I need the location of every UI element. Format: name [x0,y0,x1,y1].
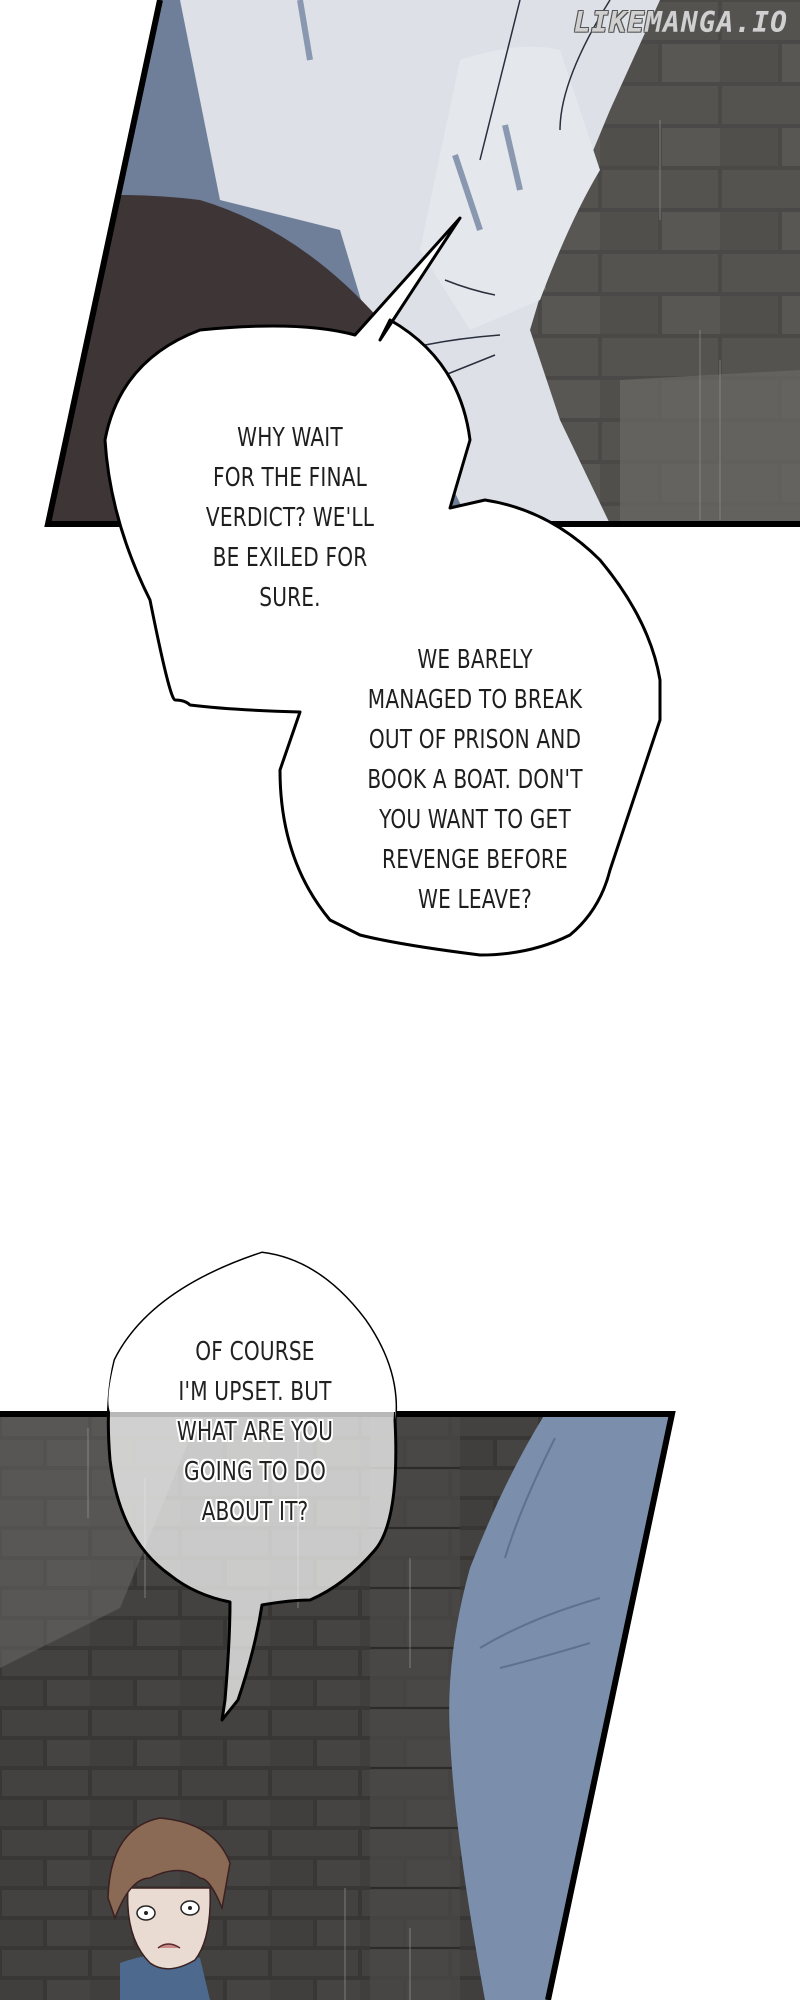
speech-bubble-3: OF COURSE I'M UPSET. BUT WHAT ARE YOU GO… [0,1240,800,1740]
bubble-1-line: FOR THE FINAL [212,463,368,493]
watermark: LIKEMANGA.IO [573,6,788,39]
bubble-3-line: ABOUT IT? [201,1497,309,1527]
bubble-1-line: WHY WAIT [237,423,343,453]
bubble-1-text: WHY WAIT FOR THE FINAL VERDICT? WE'LL BE… [161,418,419,618]
bubble-1-line: SURE. [259,583,321,613]
bubble-2-line: WE LEAVE? [418,885,532,915]
bubble-1-line: VERDICT? WE'LL [205,503,375,533]
bubble-2-line: OUT OF PRISON AND [368,725,582,755]
bubble-2-line: REVENGE BEFORE [382,845,568,875]
worried-man-figure [107,1817,231,2000]
bubble-2-line: YOU WANT TO GET [379,805,571,835]
bubble-2-line: WE BARELY [417,645,533,675]
bubble-2-text: WE BARELY MANAGED TO BREAK OUT OF PRISON… [337,640,612,920]
bubble-2-line: MANAGED TO BREAK [367,685,583,715]
speech-bubble-shape [103,216,662,957]
bubble-3-text: OF COURSE I'M UPSET. BUT WHAT ARE YOU GO… [126,1332,384,1532]
bubble-2-line: BOOK A BOAT. DON'T [367,765,583,795]
bubble-3-line: GOING TO DO [183,1457,327,1487]
speech-bubble-shape [106,1251,398,1722]
bubble-1-line: BE EXILED FOR [212,543,368,573]
bubble-3-line: WHAT ARE YOU [176,1417,334,1447]
bubble-3-line: OF COURSE [195,1337,315,1367]
speech-bubble-1-2: WHY WAIT FOR THE FINAL VERDICT? WE'LL BE… [0,0,800,980]
bubble-3-line: I'M UPSET. BUT [178,1377,332,1407]
